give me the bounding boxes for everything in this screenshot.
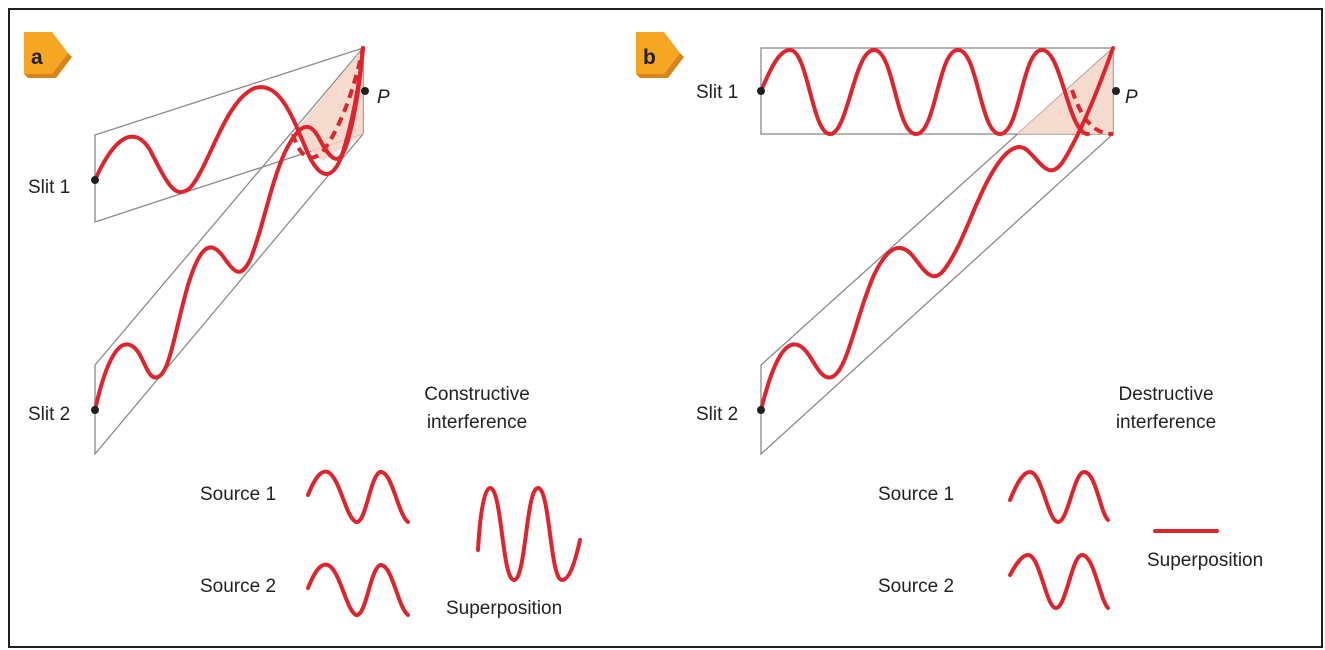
diagram-b: b Slit 1 Slit 2 P Destructive interferen… bbox=[636, 32, 1263, 610]
slit1-wave bbox=[759, 48, 1090, 136]
superposition-legend-wave bbox=[476, 486, 582, 582]
superposition-dashed-wave bbox=[1070, 89, 1114, 136]
slit1-label: Slit 1 bbox=[28, 177, 70, 198]
slit2-label: Slit 2 bbox=[28, 404, 70, 425]
source2-legend-wave bbox=[1008, 553, 1110, 610]
interference-title-line1: Constructive bbox=[424, 384, 530, 405]
source2-legend-wave bbox=[306, 562, 410, 617]
superposition-label: Superposition bbox=[1147, 550, 1263, 571]
interference-title-line1: Destructive bbox=[1118, 384, 1213, 405]
superposition-shade bbox=[293, 48, 363, 161]
slit1-dot bbox=[91, 176, 99, 184]
source1-label: Source 1 bbox=[200, 484, 276, 505]
badge-letter: b bbox=[643, 46, 656, 69]
slit1-wave bbox=[93, 46, 365, 195]
source1-legend-wave bbox=[306, 469, 410, 524]
panel-a-badge: a bbox=[24, 32, 72, 78]
slit2-wave bbox=[759, 46, 1115, 412]
diagram-a: a Slit 1 Slit 2 P Constructive interfere… bbox=[24, 32, 582, 619]
slit2-dot bbox=[91, 406, 99, 414]
badge-letter: a bbox=[31, 46, 43, 69]
point-p-dot bbox=[1112, 87, 1120, 95]
point-p-label: P bbox=[377, 87, 390, 108]
interference-title-line2: interference bbox=[427, 412, 527, 433]
point-p-label: P bbox=[1125, 87, 1138, 108]
panel-a: a Slit 1 Slit 2 P Constructive interfere… bbox=[8, 8, 624, 648]
panel-b-badge: b bbox=[636, 32, 684, 78]
source2-label: Source 2 bbox=[200, 576, 276, 597]
panel-b: b Slit 1 Slit 2 P Destructive interferen… bbox=[622, 8, 1323, 648]
source2-label: Source 2 bbox=[878, 576, 954, 597]
slit1-label: Slit 1 bbox=[696, 82, 738, 103]
slit2-label: Slit 2 bbox=[696, 404, 738, 425]
interference-title-line2: interference bbox=[1116, 412, 1216, 433]
slit2-dot bbox=[757, 406, 765, 414]
superposition-dashed-wave bbox=[291, 47, 365, 160]
slit1-dot bbox=[757, 87, 765, 95]
source1-legend-wave bbox=[1008, 470, 1110, 524]
point-p-dot bbox=[361, 87, 369, 95]
source1-label: Source 1 bbox=[878, 484, 954, 505]
slit2-wave bbox=[93, 46, 365, 412]
superposition-label: Superposition bbox=[446, 598, 562, 619]
